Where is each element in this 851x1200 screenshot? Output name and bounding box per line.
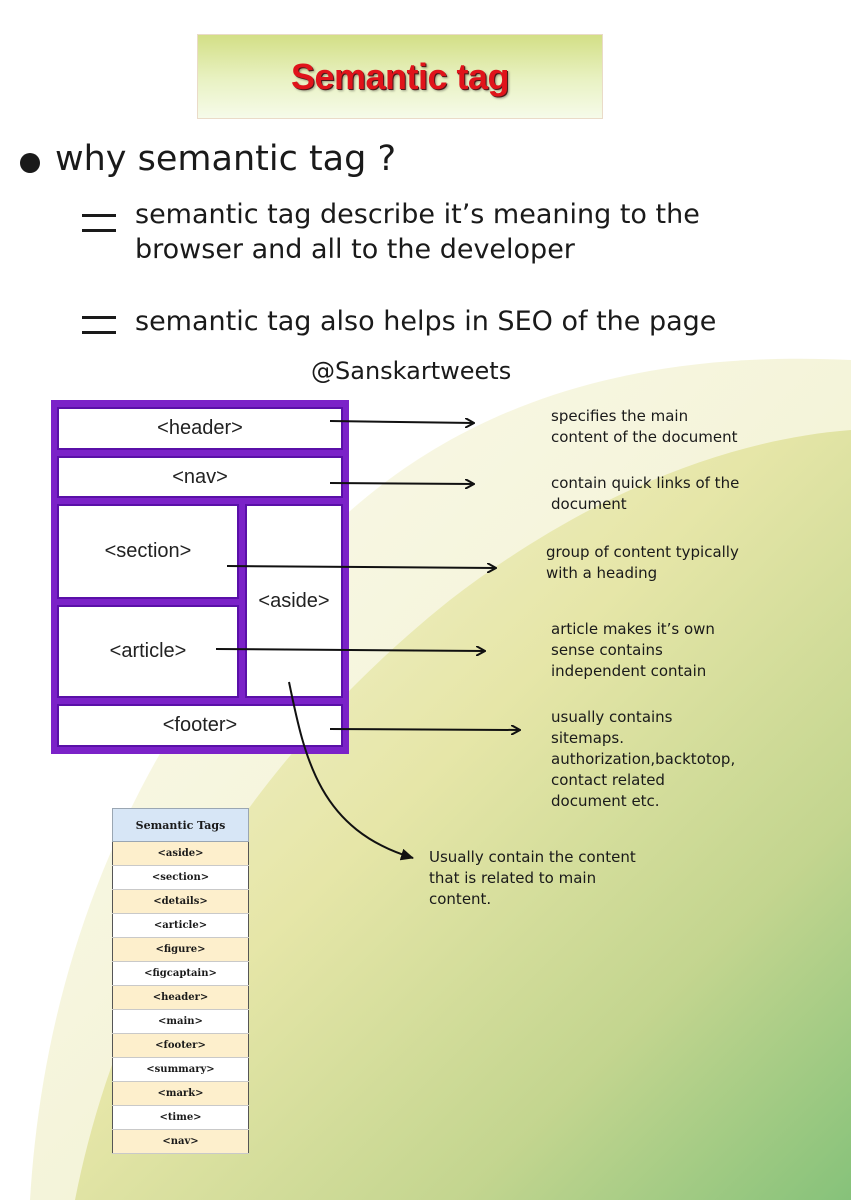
dash-bullet-icon [82,214,116,232]
desc-footer-line-1: usually contains [551,708,673,726]
table-row: <time> [112,1105,249,1130]
table-row: <figcaptain> [112,961,249,986]
table-header: Semantic Tags [112,808,249,842]
desc-article-line-2: sense contains [551,641,663,659]
table-row: <header> [112,985,249,1010]
desc-footer-line-5: document etc. [551,792,660,810]
desc-footer-line-4: contact related [551,771,665,789]
table-row: <details> [112,889,249,914]
author-handle: @Sanskartweets [311,357,512,385]
desc-section-line-2: with a heading [546,564,658,582]
desc-article-line-3: independent contain [551,662,707,680]
bullet-heading: why semantic tag ? [55,139,397,179]
desc-header: specifies the main content of the docume… [551,406,738,448]
desc-nav-line-2: document [551,495,627,513]
desc-aside: Usually contain the content that is rela… [429,847,636,910]
table-row: <footer> [112,1033,249,1058]
table-row: <aside> [112,841,249,866]
sub-point-2: semantic tag also helps in SEO of the pa… [135,304,716,339]
table-row: <mark> [112,1081,249,1106]
desc-article-line-1: article makes it’s own [551,620,715,638]
layout-nav-box: <nav> [57,456,343,498]
table-row: <main> [112,1009,249,1034]
table-row: <nav> [112,1129,249,1154]
sub-point-2-line-1: semantic tag also helps in SEO of the pa… [135,306,717,337]
desc-footer-line-2: sitemaps. [551,729,625,747]
sub-point-1-line-1: semantic tag describe it’s meaning to th… [135,199,700,230]
layout-section-box: <section> [57,504,239,599]
layout-header-box: <header> [57,407,343,450]
desc-section: group of content typically with a headin… [546,542,739,584]
desc-aside-line-3: content. [429,890,492,908]
desc-footer-line-3: authorization,backtotop, [551,750,736,768]
sub-point-1-line-2: browser and all to the developer [135,234,575,265]
semantic-tags-table: Semantic Tags <aside> <section> <details… [112,808,249,1154]
table-row: <summary> [112,1057,249,1082]
desc-header-line-2: content of the document [551,428,738,446]
desc-nav-line-1: contain quick links of the [551,474,740,492]
desc-footer: usually contains sitemaps. authorization… [551,707,735,812]
layout-diagram: <header> <nav> <section> <article> <asid… [51,400,349,754]
dash-bullet-icon [82,316,116,334]
desc-nav: contain quick links of the document [551,473,739,515]
desc-aside-line-2: that is related to main [429,869,597,887]
table-row: <section> [112,865,249,890]
sub-point-1: semantic tag describe it’s meaning to th… [135,197,700,267]
layout-aside-box: <aside> [245,504,343,698]
desc-aside-line-1: Usually contain the content [429,848,636,866]
desc-header-line-1: specifies the main [551,407,689,425]
table-row: <article> [112,913,249,938]
title-banner: Semantic tag [197,34,603,119]
table-row: <figure> [112,937,249,962]
layout-article-box: <article> [57,605,239,698]
desc-article: article makes it’s own sense contains in… [551,619,715,682]
bullet-dot-icon [20,153,40,173]
desc-section-line-1: group of content typically [546,543,739,561]
page-title: Semantic tag [290,55,510,97]
layout-footer-box: <footer> [57,704,343,747]
